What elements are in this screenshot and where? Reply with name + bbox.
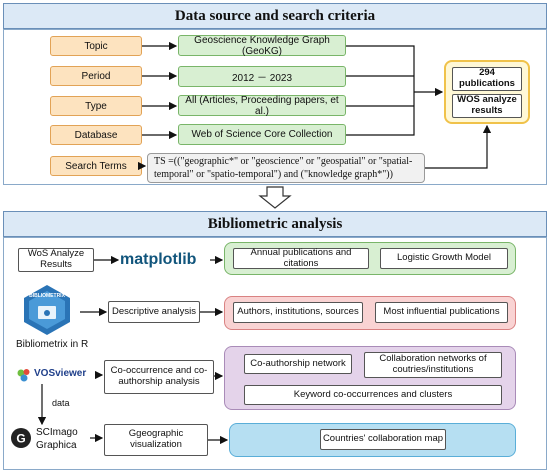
bibliometrix-wordmark: BIBLIOMETRIX xyxy=(29,293,65,299)
scimago-logo: G xyxy=(10,427,32,449)
search-terms-value: TS =(("geographic*" or "geoscience" or "… xyxy=(147,153,425,183)
scimago-wordmark: SCImago Graphica xyxy=(36,427,78,451)
collaboration-networks-box: Collaboration networks of coutries/insti… xyxy=(364,352,502,378)
svg-text:G: G xyxy=(16,432,25,446)
cooccurrence-analysis-box: Co-occurrence and co-authorship analysis xyxy=(104,360,214,394)
topic-label: Topic xyxy=(50,36,142,56)
database-value: Web of Science Core Collection xyxy=(178,124,346,145)
section-title-data-source: Data source and search criteria xyxy=(3,3,547,29)
bibliometrix-logo xyxy=(22,284,72,336)
section-title-bibliometric: Bibliometric analysis xyxy=(3,211,547,237)
annual-publications-box: Annual publications and citations xyxy=(233,247,369,269)
logistic-growth-box: Logistic Growth Model xyxy=(380,248,508,269)
publication-count: 294 publications xyxy=(452,67,522,91)
bibliometric-panel xyxy=(3,237,547,470)
period-label: Period xyxy=(50,66,142,86)
vosviewer-wordmark: VOSviewer xyxy=(34,368,87,379)
wos-analyze-results-box: WoS Analyze Results xyxy=(18,248,94,272)
bibliometrix-caption: Bibliometrix in R xyxy=(16,339,89,350)
authors-institutions-box: Authors, institutions, sources xyxy=(233,302,363,323)
database-label: Database xyxy=(50,125,142,145)
period-value: 2012 － 2023 xyxy=(178,66,346,87)
topic-value: Geoscience Knowledge Graph (GeoKG) xyxy=(178,35,346,57)
vosviewer-logo xyxy=(16,367,32,383)
data-label: data xyxy=(52,398,70,408)
geographic-visualization-box: Ggeographic visualization xyxy=(104,424,208,456)
coauthorship-network-box: Co-authorship network xyxy=(244,354,352,374)
type-label: Type xyxy=(50,96,142,116)
matplotlib-logo: matplotlib xyxy=(120,251,197,268)
data-source-panel xyxy=(3,29,547,185)
type-value: All (Articles, Proceeding papers, et al.… xyxy=(178,95,346,117)
wos-analyze-results: WOS analyze results xyxy=(452,94,522,118)
descriptive-analysis-box: Descriptive analysis xyxy=(108,301,200,323)
keyword-cooccurrence-box: Keyword co-occurrences and clusters xyxy=(244,385,502,405)
countries-collaboration-box: Countries' collaboration map xyxy=(320,429,446,450)
most-influential-box: Most influential publications xyxy=(375,302,508,323)
down-arrow xyxy=(258,186,292,209)
